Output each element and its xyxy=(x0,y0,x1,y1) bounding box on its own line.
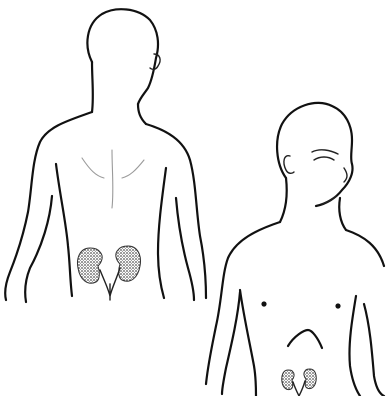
front-chin xyxy=(322,196,336,204)
front-left-inner-arm xyxy=(222,292,240,394)
back-kidney-right xyxy=(116,246,141,281)
back-right-shoulder-arm xyxy=(146,124,206,298)
back-torso-right xyxy=(158,168,166,298)
front-head xyxy=(277,103,352,206)
back-neck-right xyxy=(138,104,146,124)
front-ear xyxy=(284,156,294,174)
back-left-inner-arm xyxy=(25,196,52,302)
front-nose xyxy=(344,168,347,182)
back-spine xyxy=(112,150,113,208)
front-eyebrow xyxy=(312,150,338,154)
front-nipple-right xyxy=(335,303,340,308)
front-right-shoulder-arm xyxy=(346,230,384,266)
front-kidney-left xyxy=(282,370,294,390)
front-view-figure xyxy=(206,103,384,396)
front-nipple-left xyxy=(261,301,266,306)
front-neck-right xyxy=(339,198,346,230)
back-view-figure xyxy=(5,9,206,302)
back-scapula-right xyxy=(122,160,144,178)
back-torso-left xyxy=(56,164,72,296)
front-torso-right xyxy=(349,296,360,396)
front-right-inner-arm xyxy=(364,304,384,396)
front-neck-left xyxy=(280,178,287,222)
front-eye xyxy=(314,157,334,160)
back-neck-left xyxy=(92,62,93,112)
front-ureters xyxy=(293,381,305,396)
back-right-inner-arm xyxy=(176,198,194,300)
front-kidney-right xyxy=(304,369,316,389)
back-scapula-left xyxy=(82,158,104,178)
back-head xyxy=(87,9,158,104)
front-torso-left xyxy=(240,290,256,396)
front-ribcage xyxy=(288,330,322,348)
back-kidney-left xyxy=(78,248,103,283)
